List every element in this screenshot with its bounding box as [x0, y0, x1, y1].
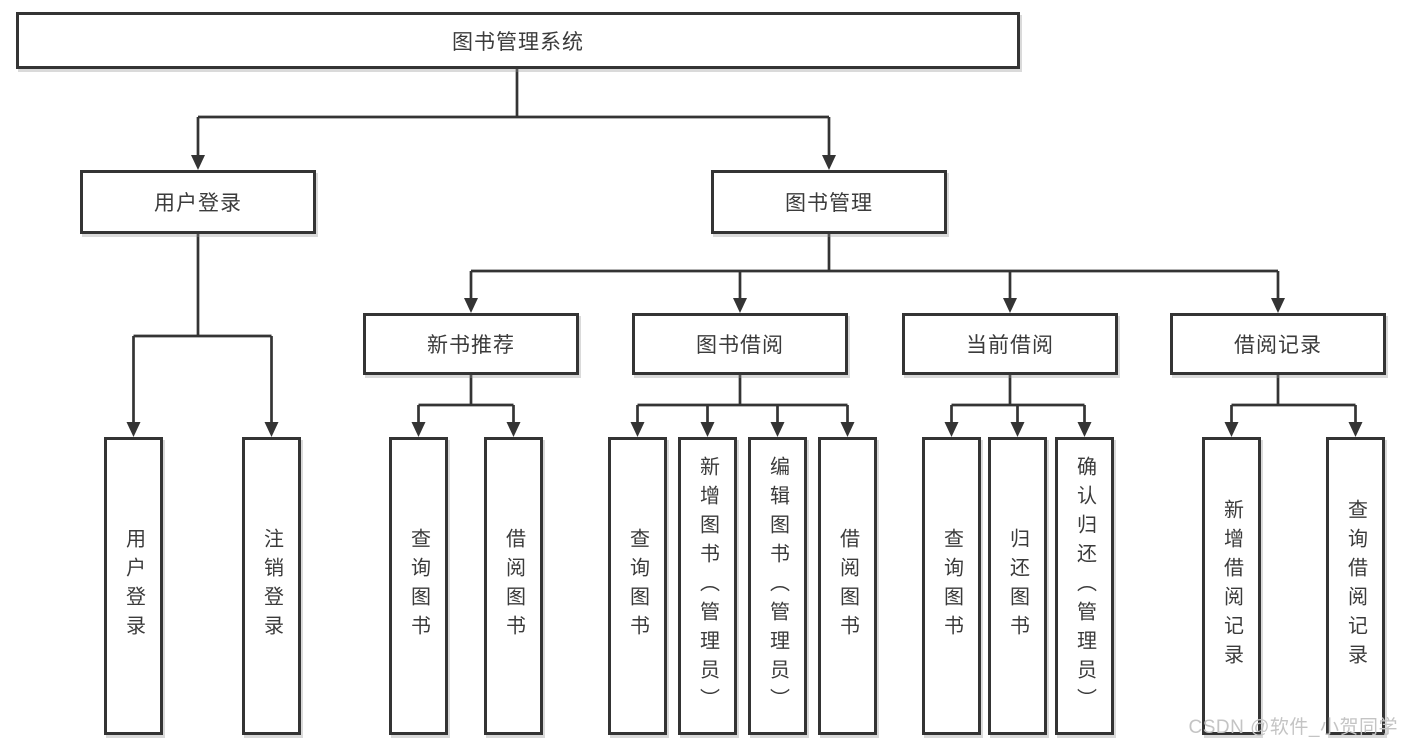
node-book-borrow: 图书借阅	[632, 313, 848, 375]
leaf-label: 用户登录	[122, 528, 145, 644]
leaf-label: 新增借阅记录	[1220, 499, 1243, 673]
edge-current-borrow-to-leaves	[944, 375, 1092, 437]
leaf-label: 借阅图书	[502, 528, 525, 644]
leaf-borrow-books: 借阅图书	[818, 437, 877, 735]
node-borrow-records: 借阅记录	[1170, 313, 1386, 375]
leaf-label: 归还图书	[1006, 528, 1029, 644]
edge-book-management-to-level2	[464, 234, 1285, 313]
leaf-query-borrow-record: 查询借阅记录	[1326, 437, 1385, 735]
leaf-label: 借阅图书	[836, 528, 859, 644]
edge-root-to-level1	[191, 69, 836, 170]
leaf-query-books-current: 查询图书	[922, 437, 981, 735]
leaf-confirm-return-admin: 确认归还（管理员）	[1055, 437, 1114, 735]
node-user-login: 用户登录	[80, 170, 316, 234]
node-root: 图书管理系统	[16, 12, 1020, 69]
leaf-label: 确认归还（管理员）	[1073, 455, 1096, 717]
edge-book-borrow-to-leaves	[630, 375, 855, 437]
leaf-label: 查询借阅记录	[1344, 499, 1367, 673]
leaf-add-borrow-record: 新增借阅记录	[1202, 437, 1261, 735]
edge-user-login-to-leaves	[126, 234, 279, 437]
leaf-label: 注销登录	[260, 528, 283, 644]
leaf-label: 查询图书	[940, 528, 963, 644]
node-book-management: 图书管理	[711, 170, 947, 234]
edge-borrow-records-to-leaves	[1224, 375, 1363, 437]
leaf-user-login: 用户登录	[104, 437, 163, 735]
leaf-return-book: 归还图书	[988, 437, 1047, 735]
leaf-label: 新增图书（管理员）	[696, 455, 719, 717]
csdn-watermark: CSDN @软件_小贺同学	[1188, 717, 1398, 738]
node-current-borrow: 当前借阅	[902, 313, 1118, 375]
node-new-book-recommend: 新书推荐	[363, 313, 579, 375]
leaf-label: 查询图书	[407, 528, 430, 644]
leaf-label: 查询图书	[626, 528, 649, 644]
leaf-query-books-borrow: 查询图书	[608, 437, 667, 735]
leaf-logout: 注销登录	[242, 437, 301, 735]
leaf-label: 编辑图书（管理员）	[766, 455, 789, 717]
leaf-add-book-admin: 新增图书（管理员）	[678, 437, 737, 735]
edge-new-book-recommend-to-leaves	[411, 375, 521, 437]
leaf-query-books-recommend: 查询图书	[389, 437, 448, 735]
leaf-edit-book-admin: 编辑图书（管理员）	[748, 437, 807, 735]
leaf-borrow-books-recommend: 借阅图书	[484, 437, 543, 735]
